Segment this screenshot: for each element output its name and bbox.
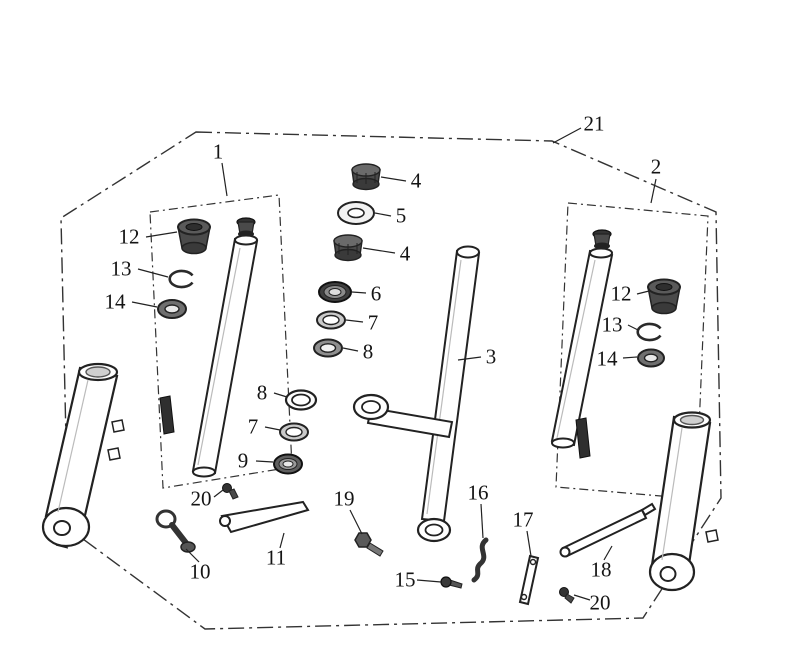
part-label-12-left: 12 [118,224,140,249]
part-label-20a: 20 [190,486,212,511]
lever-bracket-11 [219,500,310,534]
stay-rod-18 [559,502,657,558]
part-label-11: 11 [265,545,287,570]
steering-bearing [318,281,352,303]
part-label-9: 9 [237,448,249,473]
stud-bolt-left [159,395,175,435]
part-label-13-left: 13 [110,256,132,281]
leader-lines [131,127,657,601]
hook-bracket-10 [155,509,196,553]
bracket-17 [518,554,540,606]
bolt-15 [440,576,463,589]
part-label-21: 21 [583,111,605,136]
stud-bolt-right [575,417,591,459]
oil-seal-left [157,299,187,319]
steering-stem [352,245,481,543]
dust-cap-left [177,218,211,255]
part-label-14-left: 14 [104,289,126,314]
seal-ring-upper [313,338,343,358]
part-label-18: 18 [590,557,612,582]
part-label-8b: 8 [256,380,268,405]
part-label-4b: 4 [399,241,411,266]
bearing-race-ring [316,310,346,330]
part-label-2: 2 [650,154,662,179]
steering-washer [337,201,375,225]
dust-cap-right [647,278,681,315]
part-label-14-right: 14 [596,346,618,371]
clamp-guide-16 [471,537,489,583]
part-label-4a: 4 [410,168,422,193]
part-label-7b: 7 [247,414,259,439]
oil-seal-center [273,453,303,475]
guide-ring [284,389,318,411]
screw-20-left [222,483,239,500]
slide-ring [279,422,309,442]
fork-inner-tube-right [550,229,614,449]
snap-ring-left [168,269,194,289]
part-label-5: 5 [395,203,407,228]
part-label-12-right: 12 [610,281,632,306]
steering-top-nut-lower [333,234,363,262]
oil-seal-right [637,348,665,368]
snap-ring-right [636,322,662,342]
part-label-19: 19 [333,486,355,511]
assembly-boundary-outline [60,131,722,630]
part-label-3: 3 [485,344,497,369]
part-label-8a: 8 [362,339,374,364]
part-label-6: 6 [370,281,382,306]
part-label-20b: 20 [589,590,611,615]
part-label-16: 16 [467,480,489,505]
hex-bolt-19 [354,532,384,557]
fork-outer-leg-right [648,411,719,592]
part-label-10: 10 [189,559,211,584]
steering-top-nut-upper [351,163,381,191]
part-label-15: 15 [394,567,416,592]
part-label-17: 17 [512,507,534,532]
screw-20-right [559,587,575,604]
part-label-13-right: 13 [601,312,623,337]
fork-inner-tube-left [191,217,259,478]
fork-outer-leg-left [41,362,125,549]
part-label-7a: 7 [367,310,379,335]
part-label-1: 1 [212,139,224,164]
